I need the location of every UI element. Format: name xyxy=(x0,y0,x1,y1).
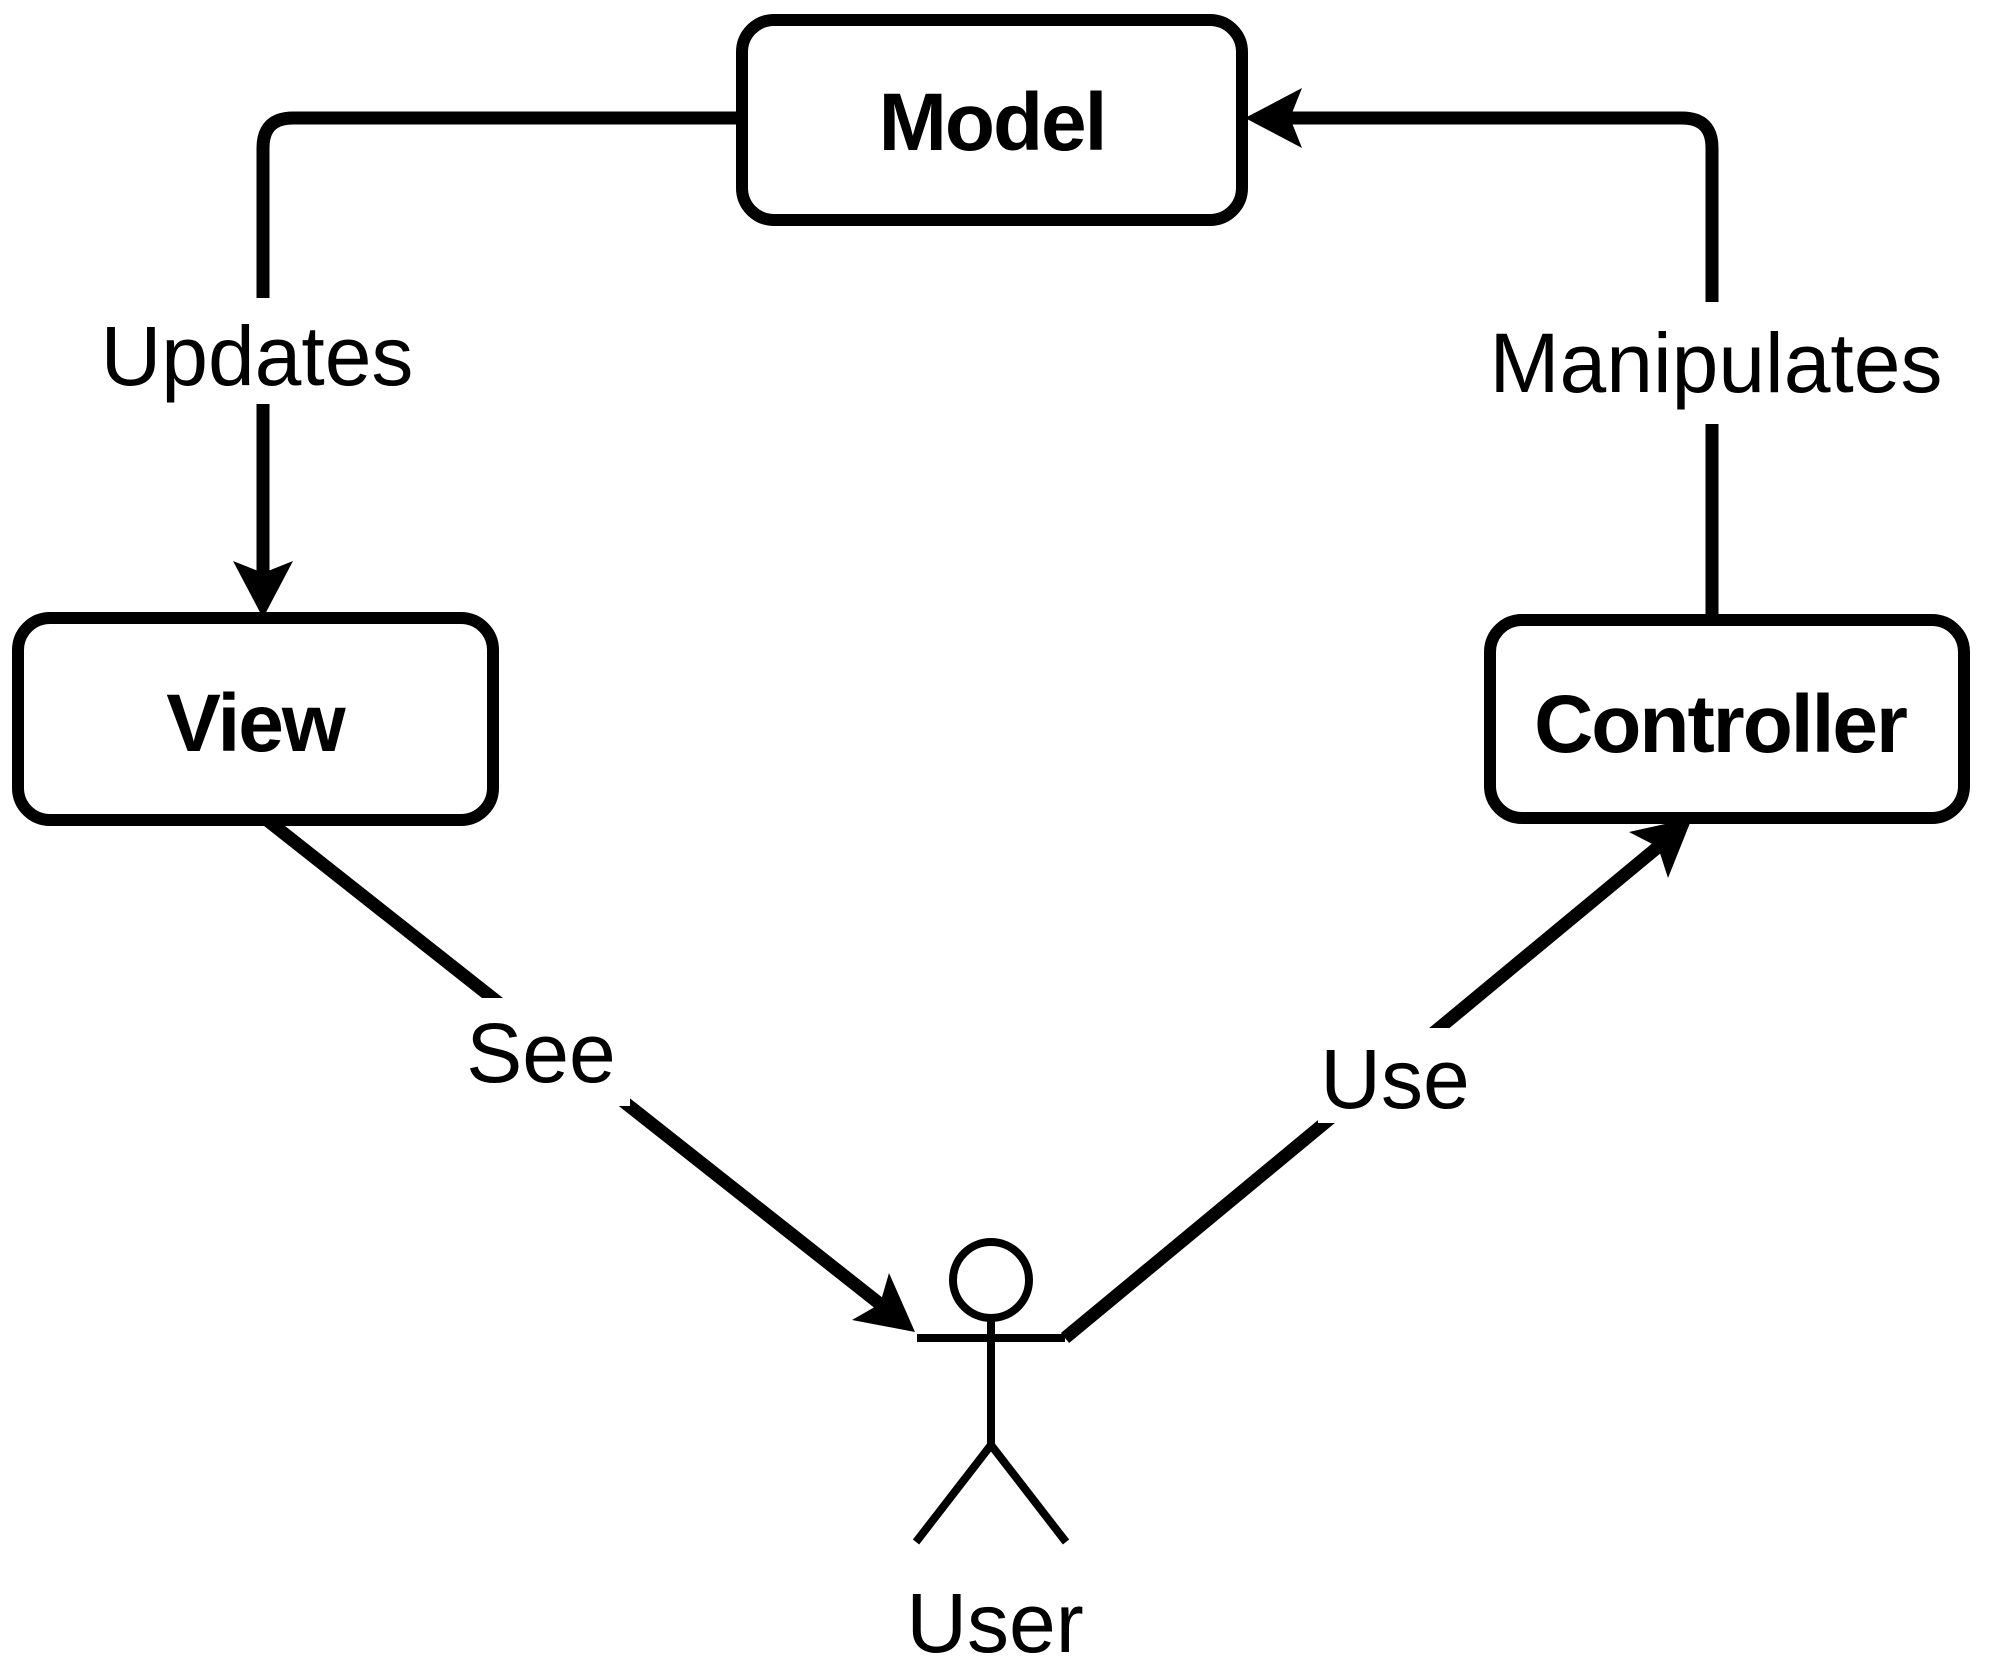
view-label: View xyxy=(166,678,346,769)
labels: Model View Controller Updates Manipulate… xyxy=(101,77,1943,1668)
arrowheads xyxy=(233,88,1692,1332)
model-label: Model xyxy=(879,77,1106,168)
use-arrowhead-icon xyxy=(1629,818,1692,878)
user-right-leg xyxy=(987,1442,1070,1545)
user-label: User xyxy=(906,1576,1083,1668)
see-label-bg xyxy=(450,998,630,1106)
updates-edge-label: Updates xyxy=(101,309,414,403)
user-left-leg xyxy=(912,1442,995,1545)
model-box xyxy=(736,14,1248,226)
manipulates-arrowhead-icon xyxy=(1245,88,1302,148)
manipulates-connector xyxy=(1290,111,1719,620)
manipulates-edge-label: Manipulates xyxy=(1490,316,1943,410)
use-label-bg xyxy=(1318,1028,1473,1123)
see-edge-label: See xyxy=(466,1006,615,1100)
controller-label: Controller xyxy=(1534,679,1907,770)
see-arrowhead-icon xyxy=(852,1273,915,1332)
controller-box xyxy=(1484,614,1970,824)
manipulates-label-bg xyxy=(1485,302,1945,424)
updates-arrowhead-icon xyxy=(233,561,293,618)
use-edge-label: Use xyxy=(1320,1032,1469,1126)
user-head xyxy=(949,1238,1033,1322)
user-stick-figure xyxy=(912,1238,1070,1545)
view-box xyxy=(12,612,499,826)
updates-connector xyxy=(256,111,742,573)
node-boxes xyxy=(12,14,1970,826)
edge-label-backgrounds xyxy=(90,298,1945,1123)
updates-label-bg xyxy=(90,298,425,404)
